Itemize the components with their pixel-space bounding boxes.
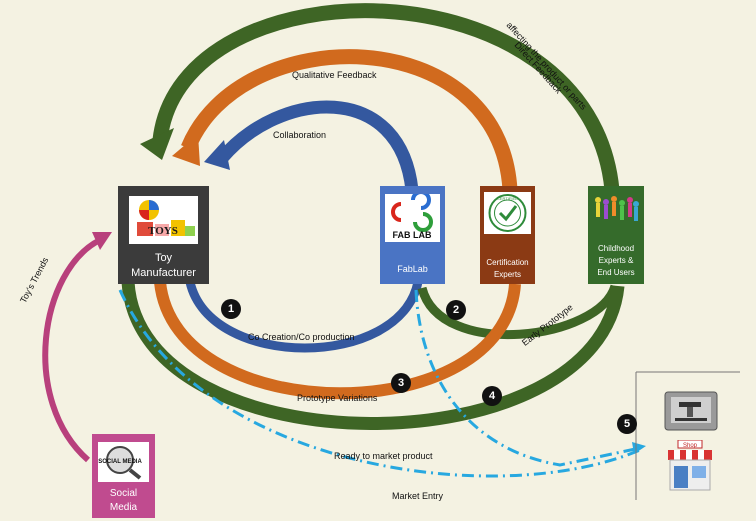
prototype-variations-label: Prototype Variations <box>297 393 378 403</box>
market-entry-dashed-line <box>118 289 641 478</box>
fablab-dashed-line <box>414 289 641 467</box>
certification-label-line2: Experts <box>493 270 522 279</box>
co-creation-arc <box>185 280 423 353</box>
fablab-box: FAB LAB FabLab <box>380 186 445 284</box>
toy-manufacturer-label-line2: Manufacturer <box>131 267 196 279</box>
qualitative-feedback-label: Qualitative Feedback <box>292 70 377 80</box>
social-media-logo: SOCIAL MEDIA <box>98 442 149 482</box>
toy-manufacturer-label-line1: Toy <box>154 252 173 264</box>
childhood-label-line3: End Users <box>597 268 635 277</box>
social-media-box: SOCIAL MEDIA Social Media <box>92 434 155 518</box>
market-entry-arrowhead <box>632 442 646 454</box>
market-entry-label: Market Entry <box>392 491 444 501</box>
3d-printer-icon <box>663 390 719 432</box>
childhood-experts-box: Childhood Experts & End Users <box>588 186 644 284</box>
direct-feedback-arc <box>152 3 620 191</box>
social-media-logo-text: SOCIAL MEDIA <box>98 459 142 465</box>
step-1-badge: 1 <box>221 299 241 319</box>
early-prototype-arc <box>417 284 620 340</box>
direct-feedback-arrowhead <box>140 128 174 160</box>
certification-label-line1: Certification <box>486 258 529 267</box>
step-2-badge: 2 <box>446 300 466 320</box>
toys-trends-arc <box>42 237 102 463</box>
people-graphic <box>592 192 640 230</box>
co-creation-label: Co Creation/Co production <box>248 332 355 342</box>
qualitative-feedback-arc <box>181 49 518 191</box>
social-media-label-line2: Media <box>109 502 138 513</box>
certification-experts-box: CERTIFIED Certification Experts <box>480 186 535 284</box>
social-media-label-line1: Social <box>109 488 138 499</box>
toys-trends-arrowhead <box>92 232 112 250</box>
shop-bracket <box>635 371 740 500</box>
prototype-variations-arc <box>154 281 521 400</box>
fablab-logo: FAB LAB <box>385 194 440 242</box>
ready-to-market-label: Ready to market product <box>334 451 433 461</box>
step-3-badge: 3 <box>391 373 411 393</box>
toy-manufacturer-box: TOYS Toy Manufacturer <box>118 186 209 284</box>
certified-seal: CERTIFIED <box>484 192 531 234</box>
collaboration-arrowhead <box>204 140 230 170</box>
social-media-logo-icon: SOCIAL MEDIA <box>98 446 142 480</box>
fablab-logo-icon: FAB LAB <box>391 194 433 240</box>
step-4-badge: 4 <box>482 386 502 406</box>
people-icon <box>595 196 639 221</box>
step-5-badge: 5 <box>617 414 637 434</box>
certified-seal-icon: CERTIFIED <box>488 194 527 232</box>
shop-sign-text: Shop <box>683 443 698 449</box>
collaboration-arc <box>217 100 419 191</box>
toys-logo: TOYS <box>129 196 198 244</box>
fablab-label: FabLab <box>397 264 428 274</box>
shop-icon: Shop <box>664 439 716 492</box>
childhood-label-line2: Experts & <box>598 256 634 265</box>
toys-logo-icon: TOYS <box>137 200 195 237</box>
certified-seal-text: CERTIFIED <box>497 196 518 201</box>
childhood-label-line1: Childhood <box>597 244 635 253</box>
fablab-logo-text: FAB LAB <box>393 230 432 240</box>
qualitative-feedback-arrowhead <box>172 134 200 166</box>
collaboration-label: Collaboration <box>273 130 327 140</box>
toys-logo-text: TOYS <box>148 225 178 237</box>
